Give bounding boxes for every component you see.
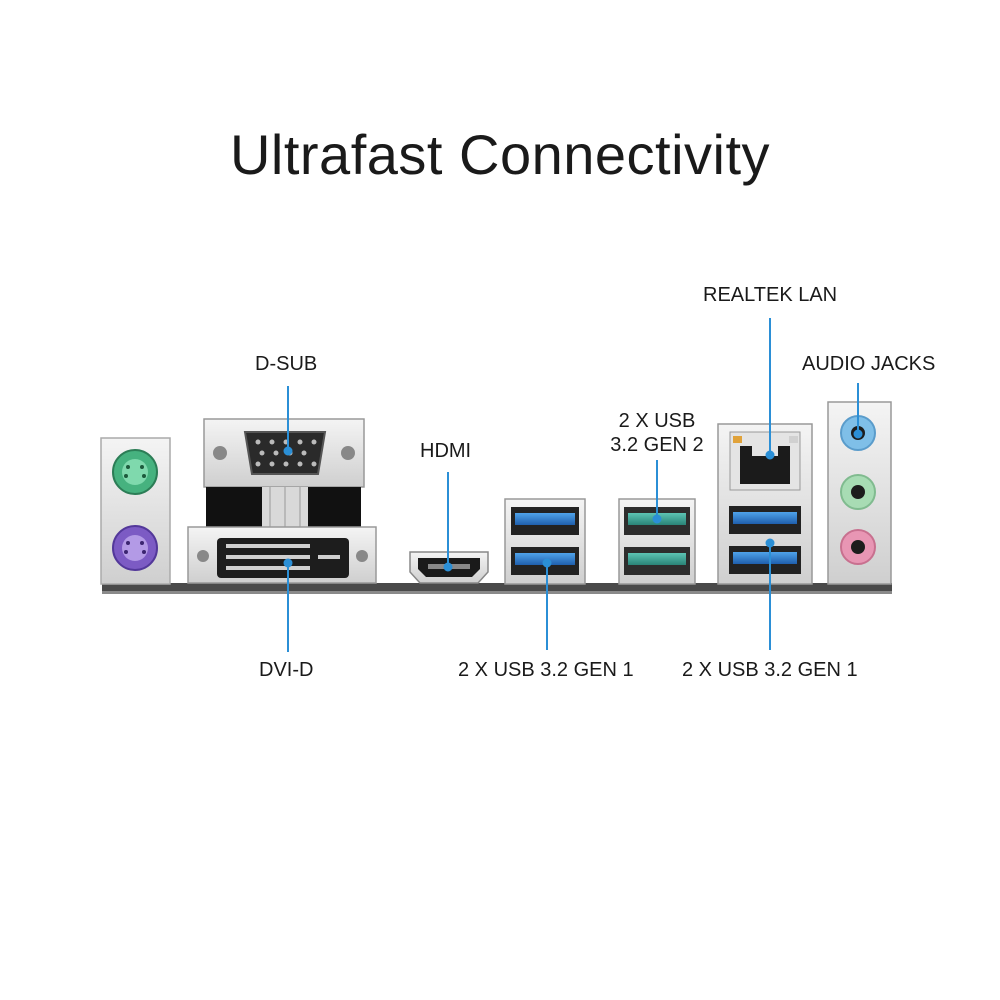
vga-port-icon: [203, 418, 365, 527]
label-usb-gen2-line2: 3.2 GEN 2: [610, 434, 704, 456]
board-baseplate: [102, 583, 892, 591]
label-usb-gen1-left: 2 X USB 3.2 GEN 1: [458, 659, 634, 681]
label-dsub: D-SUB: [255, 353, 318, 375]
callout-lines: [283, 318, 863, 652]
label-usb-gen2-line1: 2 X USB: [618, 410, 696, 432]
usb-port-icon: [729, 506, 801, 574]
label-usb-gen1-right: 2 X USB 3.2 GEN 1: [682, 659, 858, 681]
label-realtek-lan: REALTEK LAN: [703, 284, 838, 306]
label-dvid: DVI-D: [259, 659, 314, 681]
rj45-port-icon: [717, 423, 813, 585]
page-title: Ultrafast Connectivity: [229, 123, 771, 186]
ps2-port-icon: [100, 437, 171, 585]
label-audio-jacks: AUDIO JACKS: [802, 353, 936, 375]
audio-jack-icon: [827, 401, 892, 585]
usb-port-icon: [504, 498, 586, 585]
dvi-port-icon: [187, 526, 377, 584]
label-hdmi: HDMI: [420, 440, 472, 462]
